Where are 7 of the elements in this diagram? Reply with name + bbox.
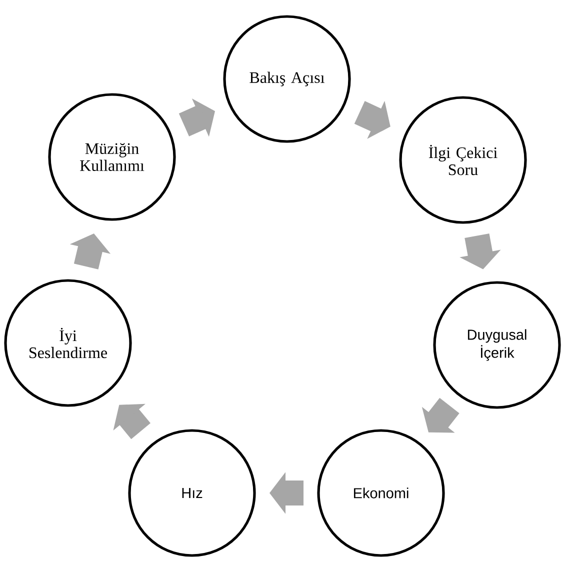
circle-node: İyi Seslendirme bbox=[4, 279, 132, 407]
circle-node: Duygusal İçerik bbox=[433, 281, 561, 409]
circle-node: İlgi Çekici Soru bbox=[399, 96, 527, 224]
circle-node: Müziğin Kullanımı bbox=[48, 93, 176, 221]
circle-node: Ekonomi bbox=[317, 429, 445, 557]
circle-node: Bakış Açısı bbox=[223, 15, 351, 143]
circle-node: Hız bbox=[128, 429, 256, 557]
